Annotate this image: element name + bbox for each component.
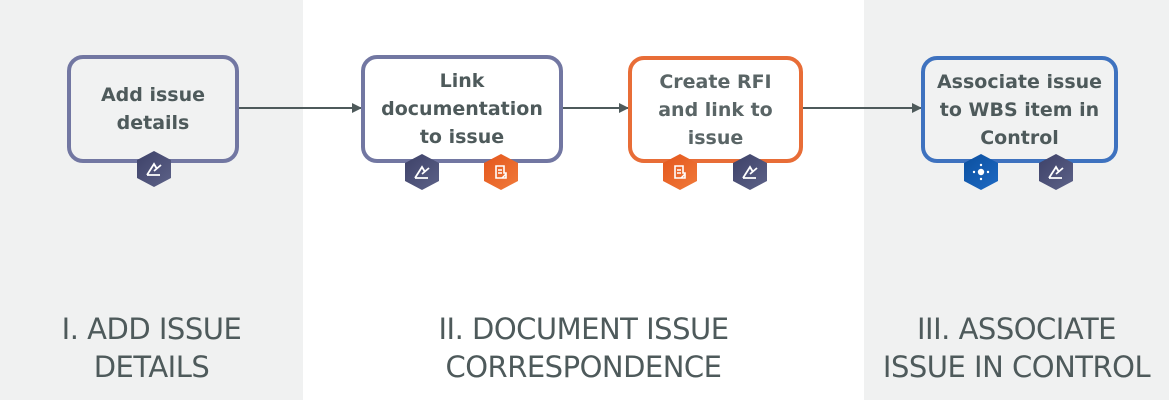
- node-link-documentation[interactable]: Link documentation to issue: [361, 55, 563, 163]
- node-text-line: Create RFI: [659, 70, 772, 93]
- node-associate-wbs[interactable]: Associate issue to WBS item in Control: [921, 56, 1118, 163]
- node-text-line: and link to: [658, 98, 773, 121]
- node-text-line: Add issue: [100, 84, 206, 106]
- stage-label-line: III. ASSOCIATE: [916, 312, 1117, 346]
- node-create-rfi[interactable]: Create RFI and link to issue: [628, 56, 803, 163]
- stage-label-3: III. ASSOCIATE ISSUE IN CONTROL: [864, 310, 1169, 386]
- node-text-line: Associate issue: [936, 70, 1103, 93]
- stage-label-2: II. DOCUMENT ISSUE CORRESPONDENCE: [303, 310, 864, 386]
- node-text-line: to WBS item in: [939, 98, 1100, 121]
- node-text-line: Control: [980, 126, 1059, 149]
- stage-label-line: ISSUE IN CONTROL: [882, 350, 1151, 384]
- issue-icon: [137, 151, 171, 187]
- control-wbs-icon: [964, 154, 998, 190]
- node-text-line: issue: [687, 126, 744, 149]
- node-text-line: to issue: [419, 126, 505, 148]
- stage-label-line: DETAILS: [93, 350, 210, 384]
- issue-icon: [733, 154, 767, 190]
- rfi-document-icon: [663, 154, 697, 190]
- node-text-line: documentation: [381, 98, 543, 120]
- stage-label-line: I. ADD ISSUE: [61, 312, 242, 346]
- stage-label-line: II. DOCUMENT ISSUE: [438, 312, 729, 346]
- node-text-line: details: [116, 112, 190, 134]
- stage-label-line: CORRESPONDENCE: [445, 350, 722, 384]
- node-add-issue-details[interactable]: Add issue details: [67, 55, 239, 163]
- node-text-line: Link: [439, 70, 485, 92]
- stage-label-1: I. ADD ISSUE DETAILS: [0, 310, 303, 386]
